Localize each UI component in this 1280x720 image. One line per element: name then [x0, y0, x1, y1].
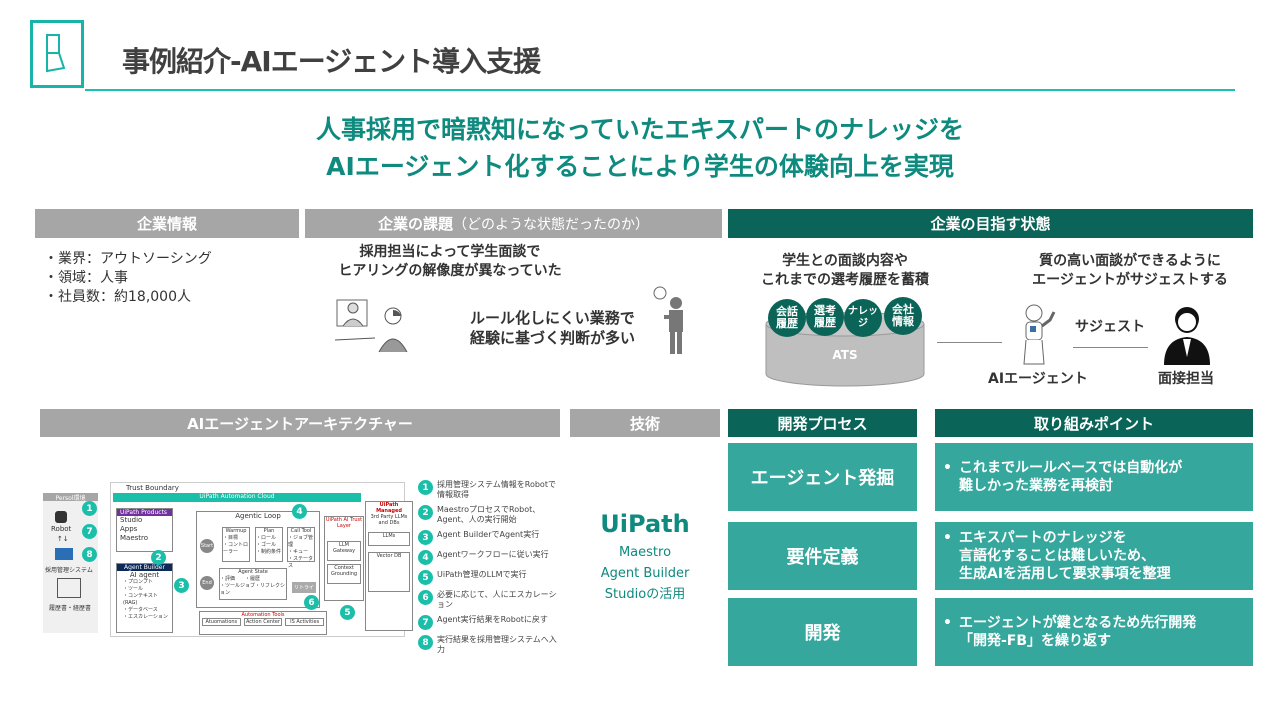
- agentic-loop: Agentic Loop Start End Warmup・目標・コントローラー…: [196, 511, 320, 608]
- start-node: Start: [200, 539, 214, 553]
- issues-header-title: 企業の課題: [377, 215, 453, 233]
- headline-line2: AIエージェント化することにより学生の体験向上を実現: [326, 152, 954, 181]
- ats-system-label: 採用管理システム: [45, 567, 93, 574]
- tech-maestro: Maestro: [618, 545, 672, 560]
- tech-panel: UiPath Maestro Agent Builder Studioの活用: [570, 510, 720, 605]
- computer-icon: [55, 548, 73, 560]
- robot-agent-icon: [1018, 304, 1058, 372]
- agent-builder: Agent Builder AI agent ・プロンプト・ツール・コンテキスト…: [116, 563, 173, 633]
- logo-icon: [30, 20, 84, 88]
- page-title: 事例紹介-AIエージェント導入支援: [122, 45, 541, 78]
- confused-person-icon: [652, 285, 688, 359]
- step-7-marker: 7: [82, 524, 97, 539]
- process-step-development: 開発: [728, 598, 917, 666]
- step-3-marker: 3: [174, 578, 189, 593]
- process-step-requirements: 要件定義: [728, 522, 917, 590]
- trust-layer: UiPath AI Trust Layer LLM Gateway Contex…: [324, 516, 364, 601]
- interviewer-label: 面接担当: [1158, 371, 1214, 387]
- tech-studio: Studioの活用: [604, 587, 686, 602]
- bubble-conversation-history: 会話 履歴: [768, 299, 806, 337]
- step-5-marker: 5: [340, 605, 355, 620]
- step-1-marker: 1: [82, 501, 97, 516]
- suggest-label: サジェスト: [1075, 319, 1145, 335]
- plan-box: Plan・ロール・ゴール・制約条件: [255, 527, 283, 562]
- warmup-box: Warmup・目標・コントローラー: [222, 527, 250, 562]
- company-employees: ・社員数：約18,000人: [44, 289, 191, 305]
- process-header: 開発プロセス: [728, 409, 917, 437]
- point-3: •エージェントが鍵となるため先行開発「開発-FB」を繰り返す: [935, 598, 1253, 666]
- point-1: •これまでルールベースでは自動化が難しかった業務を再検討: [935, 443, 1253, 511]
- company-industry: ・業界：アウトソーシング: [44, 251, 212, 267]
- uipath-brand: UiPath: [600, 510, 690, 538]
- goal-header: 企業の目指す状態: [728, 209, 1253, 238]
- automation-cloud-bar: UiPath Automation Cloud: [113, 493, 361, 502]
- goal-right-caption: 質の高い面談ができるようにエージェントがサジェストする: [1032, 253, 1228, 288]
- company-info-header: 企業情報: [35, 209, 299, 238]
- company-domain: ・領域：人事: [44, 270, 128, 286]
- point-2: •エキスパートのナレッジを言語化することは難しいため、生成AIを活用して要求事項…: [935, 522, 1253, 590]
- bubble-knowledge: ナレッジ: [844, 299, 882, 337]
- points-header: 取り組みポイント: [935, 409, 1253, 437]
- interview-illustration-icon: [334, 292, 415, 358]
- step-8-marker: 8: [82, 547, 97, 562]
- bubble-selection-history: 選考 履歴: [806, 298, 844, 336]
- issues-header-sub: （どのような状態だったのか）: [453, 216, 649, 233]
- arrow-to-interviewer: [1073, 347, 1148, 348]
- robot-icon: [55, 511, 67, 523]
- tech-agent-builder: Agent Builder: [600, 566, 690, 581]
- issues-header: 企業の課題（どのような状態だったのか）: [305, 209, 722, 238]
- agent-state-box: Agent State・評価 ・履歴・ツールジョブ・リフレクション: [219, 568, 287, 600]
- issue-2: ルール化しにくい業務で経験に基づく判断が多い: [470, 309, 636, 347]
- document-icon: [57, 578, 81, 598]
- issue-1: 採用担当によって学生面談でヒアリングの解像度が異なっていた: [338, 244, 562, 279]
- uipath-managed: UiPath Managed 3rd Party LLMs and DBs LL…: [365, 501, 413, 631]
- robot-label: Robot: [51, 525, 72, 533]
- trust-boundary: Trust Boundary UiPath Automation Cloud U…: [110, 482, 405, 637]
- process-step-discovery: エージェント発掘: [728, 443, 917, 511]
- retry-node: リトライ: [292, 582, 317, 593]
- agent-label: AIエージェント: [988, 371, 1088, 387]
- architecture-header: AIエージェントアーキテクチャー: [40, 409, 560, 437]
- title-divider: [85, 89, 1235, 91]
- step-4-marker: 4: [292, 504, 307, 519]
- bubble-company-info: 会社 情報: [884, 297, 922, 335]
- step-2-marker: 2: [151, 550, 166, 565]
- ats-label: ATS: [832, 348, 858, 362]
- sync-arrows-icon: ↑↓: [57, 535, 69, 543]
- headline-line1: 人事採用で暗黙知になっていたエキスパートのナレッジを: [315, 115, 964, 144]
- arrow-to-agent: [937, 342, 1002, 343]
- architecture-diagram: Persol環境 Robot ↑↓ 採用管理システム 履歴書・経歴書 Trust…: [40, 478, 560, 654]
- interviewer-person-icon: [1160, 303, 1214, 369]
- persol-environment: Persol環境 Robot ↑↓ 採用管理システム 履歴書・経歴書: [43, 493, 98, 633]
- resumes-label: 履歴書・経歴書: [49, 605, 92, 612]
- end-node: End: [200, 576, 214, 590]
- company-info-list: ・業界：アウトソーシング ・領域：人事 ・社員数：約18,000人: [44, 250, 212, 307]
- goal-left-caption: 学生との面談内容やこれまでの選考履歴を蓄積: [761, 253, 929, 288]
- call-tool-box: Call Tool・ジョブ管理・キュー・ステータス: [287, 527, 315, 569]
- tech-header: 技術: [570, 409, 720, 437]
- step-6-marker: 6: [304, 595, 319, 610]
